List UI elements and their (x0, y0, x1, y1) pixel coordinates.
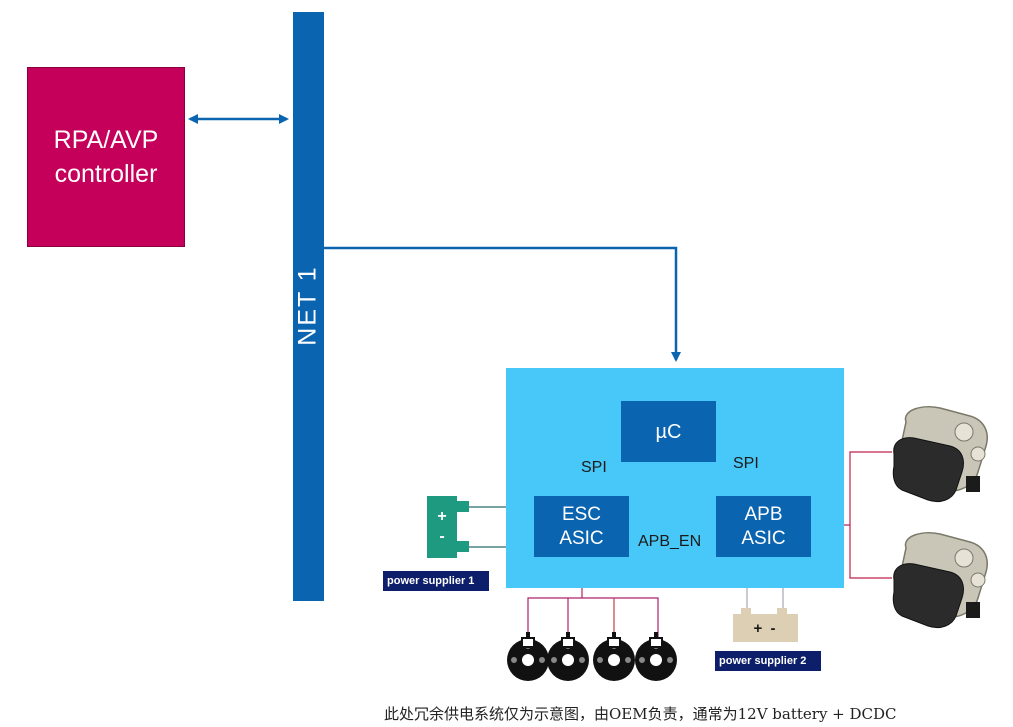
apb-asic-label-line1: APB (744, 503, 783, 525)
net-bus-label: NET 1 (294, 264, 322, 346)
brake-caliper-icon (892, 406, 988, 503)
wheel-speed-sensor-icon (635, 632, 677, 681)
net-bus-label-wrap: NET 1 (293, 250, 324, 360)
bus-to-ecu-link (324, 246, 681, 362)
esc-asic-label-line1: ESC (561, 503, 602, 525)
wheel-speed-sensor-icon (547, 632, 589, 681)
wheel-speed-sensor-icon (593, 632, 635, 681)
ps1-plus-sign: + (437, 508, 447, 525)
ps1-minus-sign: - (439, 528, 445, 545)
ps1-plus-terminal (455, 501, 469, 512)
power-supplier-1: + - (427, 496, 457, 558)
brake-caliper-icon (892, 532, 988, 629)
wheel-speed-sensor-icon (507, 632, 549, 681)
battery-terminals-label: + - (753, 619, 778, 637)
battery-terminal-left (741, 608, 751, 614)
battery-terminal-right (777, 608, 787, 614)
battery-icon: + - (733, 614, 798, 642)
apb-caliper-wires (849, 451, 892, 579)
microcontroller: µC (621, 401, 716, 462)
microcontroller-label: µC (655, 420, 682, 443)
net-bus (293, 12, 324, 601)
apb-asic: APB ASIC (716, 496, 811, 557)
spi-label-right: SPI (733, 455, 759, 472)
apb-en-label: APB_EN (638, 533, 702, 550)
esc-asic-label-line2: ASIC (559, 527, 604, 549)
ps1-minus-terminal (455, 541, 469, 552)
controller-label-line2: controller (54, 160, 158, 188)
sensor-branch (527, 597, 659, 640)
spi-label-left: SPI (581, 459, 607, 476)
power-supplier-2-label: power supplier 2 (715, 651, 821, 671)
power-supplier-1-label: power supplier 1 (383, 571, 489, 591)
controller-label-line1: RPA/AVP (53, 126, 159, 154)
rpa-avp-controller: RPA/AVP controller (27, 67, 185, 247)
esc-asic: ESC ASIC (534, 496, 629, 557)
apb-asic-label-line2: ASIC (741, 527, 786, 549)
footer-note: 此处冗余供电系统仅为示意图，由OEM负责，通常为12V battery + DC… (384, 705, 897, 723)
